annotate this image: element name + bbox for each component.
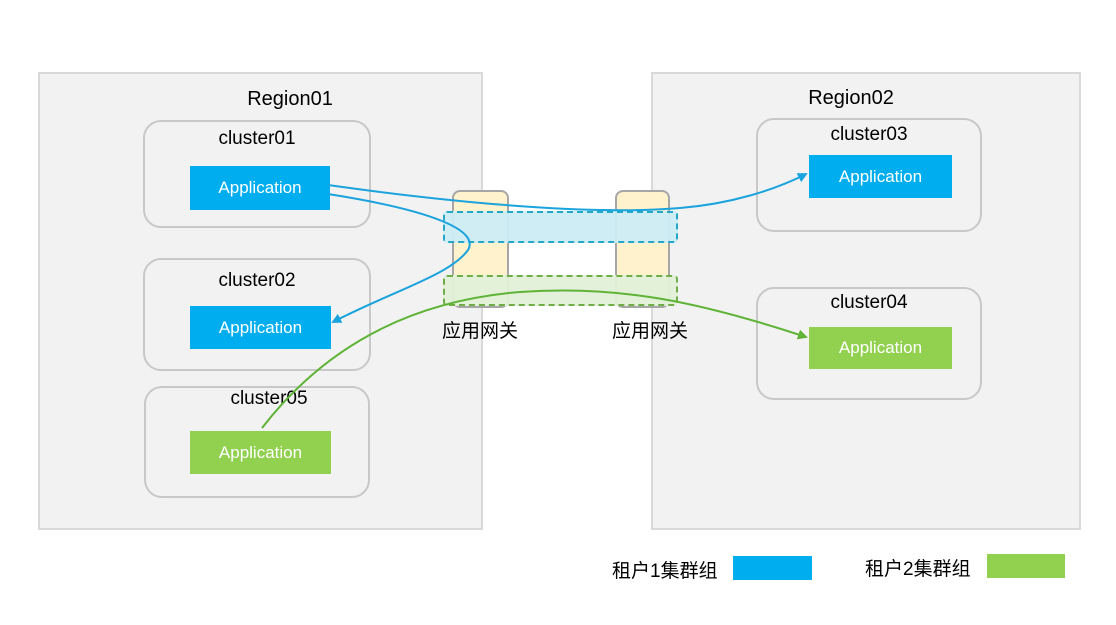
tenant2-gateway-band (443, 275, 678, 306)
legend-tenant2-label: 租户2集群组 (865, 559, 971, 580)
cluster-05: cluster05 Application (144, 386, 370, 498)
cluster-03-application[interactable]: Application (809, 155, 952, 198)
cluster-02-application[interactable]: Application (190, 306, 331, 349)
cluster-03-title: cluster03 (830, 124, 908, 145)
cluster-03: cluster03 Application (756, 118, 982, 232)
cluster-01: cluster01 Application (143, 120, 371, 228)
legend-tenant2-swatch (987, 554, 1065, 578)
cluster-01-title: cluster01 (218, 128, 296, 149)
cluster-05-application[interactable]: Application (190, 431, 331, 474)
cluster-05-title: cluster05 (230, 388, 308, 409)
gateway-left-label: 应用网关 (441, 321, 518, 342)
cluster-02: cluster02 Application (143, 258, 371, 371)
tenant1-gateway-band (443, 211, 678, 243)
legend-tenant1-label: 租户1集群组 (612, 561, 718, 582)
cluster-04-application[interactable]: Application (809, 327, 952, 369)
legend-tenant1-swatch (733, 556, 812, 580)
gateway-right-label: 应用网关 (611, 321, 688, 342)
region-01-title: Region01 (247, 88, 333, 110)
cluster-02-title: cluster02 (218, 270, 296, 291)
cluster-04-title: cluster04 (830, 292, 908, 313)
cluster-04: cluster04 Application (756, 287, 982, 400)
region-02-title: Region02 (808, 87, 894, 109)
cluster-01-application[interactable]: Application (190, 166, 330, 210)
